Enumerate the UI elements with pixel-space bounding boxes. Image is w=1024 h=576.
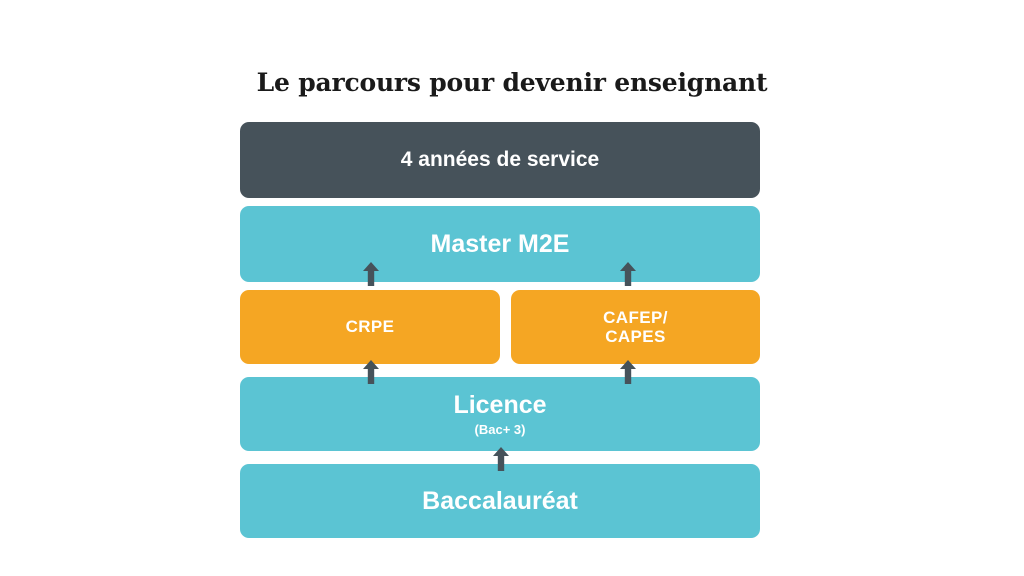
arrow-up-icon-licence-to-crpe <box>363 360 379 384</box>
step-label-licence: Licence <box>453 391 547 419</box>
step-box-service: 4 années de service <box>240 122 760 198</box>
arrow-up-icon-crpe-to-master <box>363 262 379 286</box>
step-label-baccalaureat: Baccalauréat <box>422 487 578 515</box>
arrow-up-icon-capes-to-master <box>620 262 636 286</box>
arrow-up-icon-bac-to-licence <box>493 447 509 471</box>
arrow-up-icon-licence-to-capes <box>620 360 636 384</box>
step-box-crpe: CRPE <box>240 290 500 364</box>
step-box-licence: Licence (Bac+ 3) <box>240 377 760 451</box>
step-box-baccalaureat: Baccalauréat <box>240 464 760 538</box>
step-label-master: Master M2E <box>430 230 570 258</box>
step-box-capes: CAFEP/ CAPES <box>511 290 760 364</box>
step-label-capes-line2: CAPES <box>605 327 666 346</box>
step-sublabel-licence: (Bac+ 3) <box>474 422 526 437</box>
step-label-crpe: CRPE <box>345 317 395 337</box>
page-title: Le parcours pour devenir enseignant <box>256 68 768 97</box>
step-label-service: 4 années de service <box>400 148 600 172</box>
step-label-capes-line1: CAFEP/ <box>603 307 668 327</box>
step-box-master: Master M2E <box>240 206 760 282</box>
